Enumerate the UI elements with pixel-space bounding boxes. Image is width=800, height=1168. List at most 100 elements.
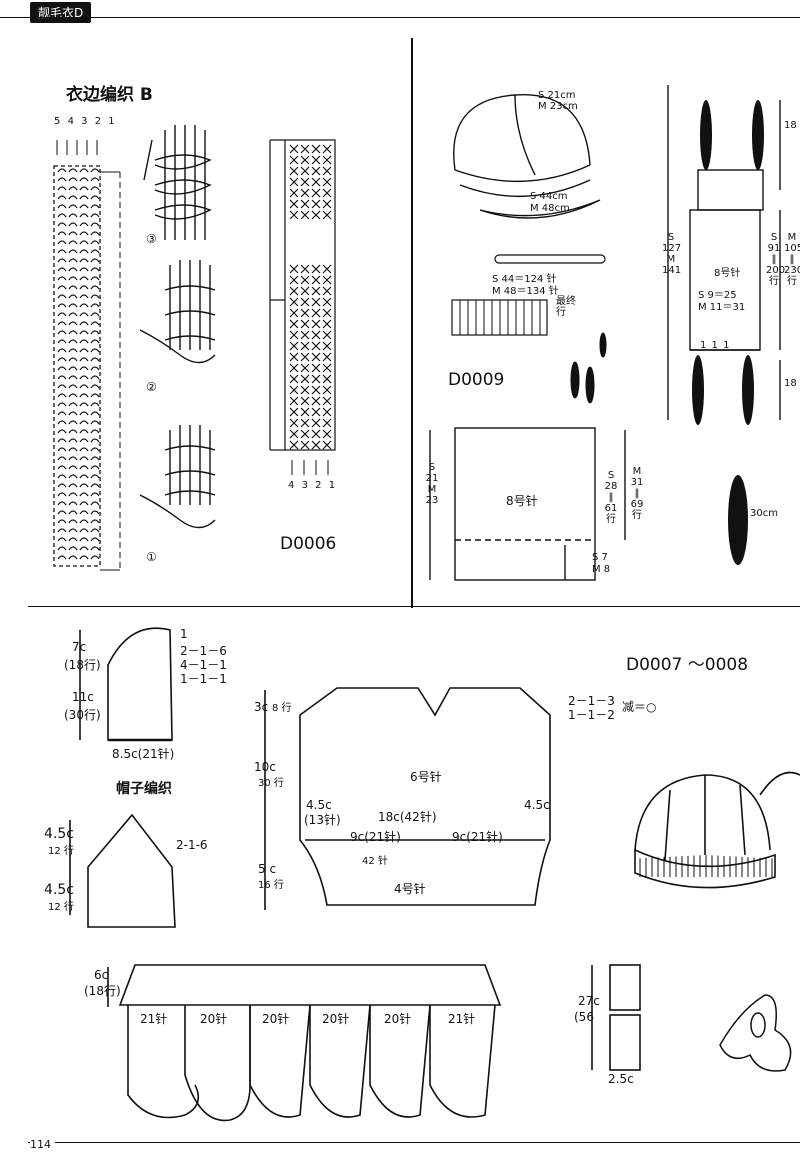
stitch-mark <box>68 501 78 506</box>
x-stitch <box>300 396 310 406</box>
stitch-mark <box>57 348 67 353</box>
stitch-mark <box>90 294 100 299</box>
x-stitch <box>311 308 321 318</box>
step-label-1: ① <box>146 550 157 564</box>
x-stitch <box>311 385 321 395</box>
stitch-mark <box>90 519 100 524</box>
stitch-mark <box>68 339 78 344</box>
body-top-rows: 8 行 <box>272 703 292 714</box>
band-needle: 4号针 <box>394 882 426 896</box>
d0007-code: D0007 ～0008 <box>626 655 749 675</box>
stitch-mark <box>68 240 78 245</box>
x-stitch <box>289 429 299 439</box>
x-stitch <box>300 297 310 307</box>
stitch-mark <box>68 348 78 353</box>
x-stitch <box>311 166 321 176</box>
x-stitch <box>300 352 310 362</box>
stitch-mark <box>90 546 100 551</box>
center-dim: 18c(42针) <box>378 810 437 824</box>
stitch-mark <box>68 330 78 335</box>
stitch-mark <box>90 357 100 362</box>
scarf-needle: 8号针 <box>714 268 741 279</box>
stitch-mark <box>90 168 100 173</box>
x-stitch <box>322 210 332 220</box>
stitch-mark <box>79 231 89 236</box>
x-stitch <box>311 177 321 187</box>
d0009-diagram <box>429 85 781 581</box>
stitch-mark <box>90 510 100 515</box>
x-stitch <box>311 363 321 373</box>
stitch-mark <box>90 447 100 452</box>
x-stitch <box>322 264 332 274</box>
stitch-mark <box>57 375 67 380</box>
x-stitch <box>289 188 299 198</box>
stitch-mark <box>90 393 100 398</box>
x-stitch <box>311 264 321 274</box>
stitch-mark <box>79 510 89 515</box>
stitch-mark <box>68 177 78 182</box>
x-stitch <box>300 341 310 351</box>
stitch-mark <box>68 456 78 461</box>
x-stitch <box>322 286 332 296</box>
stitch-mark <box>68 510 78 515</box>
stitch-mark <box>79 186 89 191</box>
stitch-mark <box>79 456 89 461</box>
stitch-mark <box>57 294 67 299</box>
x-stitch <box>322 440 332 450</box>
ear-dec-4: 1－1－1 <box>180 672 227 686</box>
peak-top-dim: 4.5c <box>44 826 74 842</box>
stitch-mark <box>68 285 78 290</box>
stitch-mark <box>68 204 78 209</box>
pattern-marker: 1 1 1 <box>700 340 731 351</box>
stitch-mark <box>57 285 67 290</box>
stitch-mark <box>68 375 78 380</box>
x-stitch <box>311 407 321 417</box>
stitch-mark <box>79 348 89 353</box>
header-tag: 靓毛衣D <box>30 2 92 23</box>
x-stitch <box>289 396 299 406</box>
stitch-mark <box>79 483 89 488</box>
stitch-mark <box>57 204 67 209</box>
strap-width: 2.5c <box>608 1072 634 1086</box>
stitch-mark <box>68 294 78 299</box>
stitch-mark <box>79 537 89 542</box>
body-top-dim: 3c <box>254 700 269 714</box>
side-left-st: (13针) <box>304 813 341 827</box>
x-stitch <box>311 374 321 384</box>
hat-top-s: S 21cm <box>538 90 576 101</box>
stitch-mark <box>57 339 67 344</box>
x-stitch <box>322 166 332 176</box>
crown-section-6: 21针 <box>448 1012 476 1026</box>
stitch-mark <box>79 222 89 227</box>
x-stitch <box>322 155 332 165</box>
stitch-mark <box>57 168 67 173</box>
stitch-mark <box>57 357 67 362</box>
x-stitch <box>300 374 310 384</box>
stitch-mark <box>90 375 100 380</box>
stitch-mark <box>57 195 67 200</box>
x-stitch <box>311 341 321 351</box>
stitch-mark <box>57 492 67 497</box>
x-stitch <box>289 308 299 318</box>
x-stitch <box>322 144 332 154</box>
stitch-mark <box>90 312 100 317</box>
x-stitch <box>322 308 332 318</box>
stitch-mark <box>90 249 100 254</box>
bind-off-label: 最终行 <box>556 296 576 318</box>
side-right-dim: 4.5c <box>524 798 550 812</box>
footer-divider <box>28 1142 800 1143</box>
stitch-mark <box>90 456 100 461</box>
crown-section-3: 20针 <box>262 1012 290 1026</box>
horizontal-divider <box>28 606 800 607</box>
stitch-mark <box>79 519 89 524</box>
bow-illustration <box>719 994 792 1072</box>
stitch-mark <box>68 420 78 425</box>
stitch-mark <box>90 492 100 497</box>
stitch-mark <box>68 213 78 218</box>
stitch-mark <box>68 303 78 308</box>
stitch-mark <box>79 447 89 452</box>
